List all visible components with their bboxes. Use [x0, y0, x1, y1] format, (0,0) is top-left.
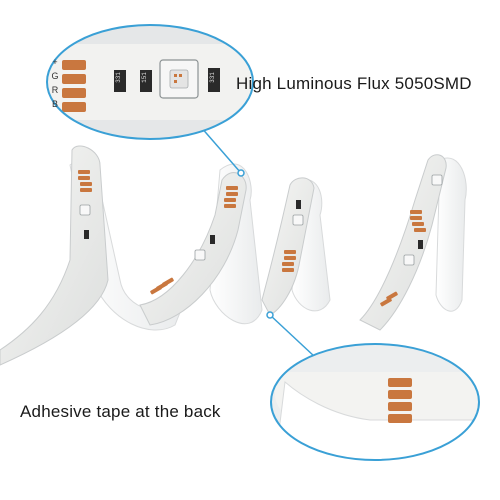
- zoom-led-chip-closeup: [46, 24, 254, 140]
- caption-adhesive-tape: Adhesive tape at the back: [20, 402, 221, 421]
- caption-high-luminous-flux: High Luminous Flux 5050SMD: [236, 74, 472, 93]
- callout-line-top: [199, 125, 242, 174]
- pin-label-g: G: [51, 71, 59, 81]
- pin-label-plus: +: [52, 57, 58, 67]
- pin-label-b: B: [51, 99, 58, 109]
- zoom-adhesive-closeup: [270, 343, 480, 461]
- pin-label-r: R: [51, 85, 59, 95]
- callout-dot-bottom: [266, 311, 274, 319]
- callout-dot-top: [237, 169, 245, 177]
- callout-line-bottom: [269, 314, 316, 358]
- led-strip: [0, 145, 467, 366]
- resistor-label-1: 331: [114, 72, 122, 83]
- resistor-label-3: 331: [208, 72, 216, 83]
- resistor-label-2: 151: [140, 72, 148, 83]
- pin-labels: + G R B: [48, 55, 62, 111]
